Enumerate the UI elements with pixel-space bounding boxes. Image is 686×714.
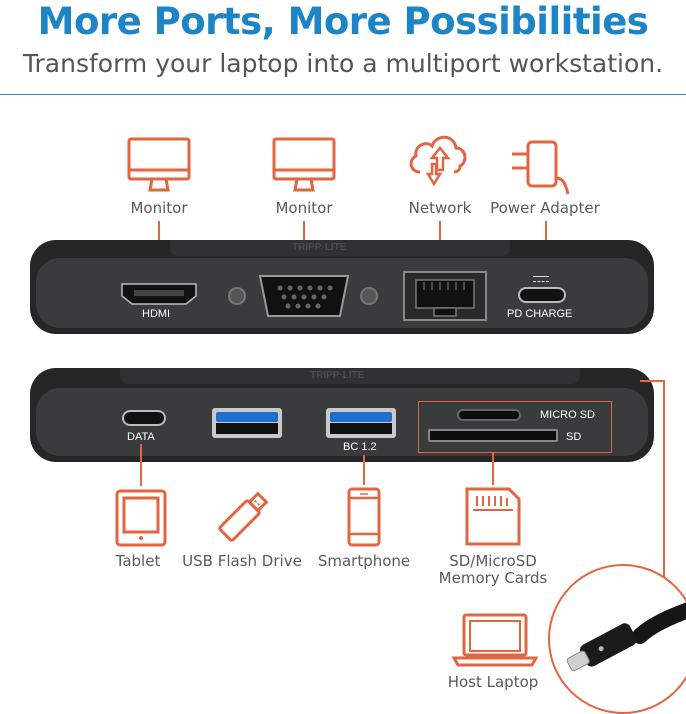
smartphone-icon	[346, 486, 382, 548]
monitor-icon	[271, 136, 337, 196]
tablet-icon	[113, 488, 169, 548]
bc-port-label: BC 1.2	[343, 441, 377, 453]
sd-label: SD	[566, 431, 582, 443]
screw	[228, 287, 246, 305]
tablet-label: Tablet	[115, 552, 161, 570]
connector-line	[545, 221, 547, 257]
power-plug-icon	[506, 134, 572, 198]
monitor-label: Monitor	[275, 199, 333, 217]
host-laptop-label: Host Laptop	[447, 673, 539, 691]
power-adapter-label: Power Adapter	[490, 199, 600, 217]
connector-line	[158, 221, 160, 257]
usb-a-bc-port[interactable]	[326, 408, 396, 438]
vga-port[interactable]	[256, 272, 352, 320]
hdmi-port[interactable]	[120, 282, 198, 306]
header-divider	[0, 94, 686, 95]
laptop-icon	[452, 612, 538, 668]
usb-a-port[interactable]	[212, 408, 282, 438]
micro-sd-slot[interactable]	[457, 409, 521, 421]
usb-flash-drive-icon	[208, 484, 278, 550]
usb-c-pd-port[interactable]	[518, 287, 566, 303]
micro-sd-label: MICRO SD	[540, 409, 595, 421]
monitor-label: Monitor	[130, 199, 188, 217]
connector-line	[663, 380, 665, 590]
pd-symbol	[533, 276, 549, 282]
connector-line	[640, 380, 664, 382]
network-label: Network	[408, 199, 472, 217]
page-subtitle: Transform your laptop into a multiport w…	[22, 49, 664, 78]
connector-line	[140, 444, 142, 486]
data-port-label: DATA	[127, 431, 155, 443]
connector-line	[439, 221, 441, 257]
hdmi-port-label: HDMI	[142, 308, 171, 320]
screw	[360, 287, 378, 305]
sd-card-icon	[463, 486, 523, 548]
monitor-icon	[126, 136, 192, 196]
card-reader-highlight	[418, 401, 612, 453]
usb-c-cable-callout	[548, 564, 686, 714]
sd-card-label-line2: Memory Cards	[438, 569, 548, 587]
brand-logo: TRIPP·LITE	[310, 370, 365, 381]
cloud-network-icon	[406, 128, 470, 196]
sd-slot[interactable]	[428, 429, 558, 442]
pd-charge-port-label: PD CHARGE	[507, 308, 573, 320]
connector-line	[363, 455, 365, 485]
connector-line	[492, 453, 494, 485]
connector-line	[303, 221, 305, 257]
usb-flash-drive-label: USB Flash Drive	[182, 552, 302, 570]
brand-logo: TRIPP·LITE	[292, 242, 347, 253]
page-title: More Ports, More Possibilities	[37, 0, 649, 43]
sd-card-label: SD/MicroSD	[449, 552, 537, 570]
ethernet-port[interactable]	[402, 270, 488, 322]
usb-c-data-port[interactable]	[122, 410, 166, 426]
smartphone-label: Smartphone	[317, 552, 411, 570]
